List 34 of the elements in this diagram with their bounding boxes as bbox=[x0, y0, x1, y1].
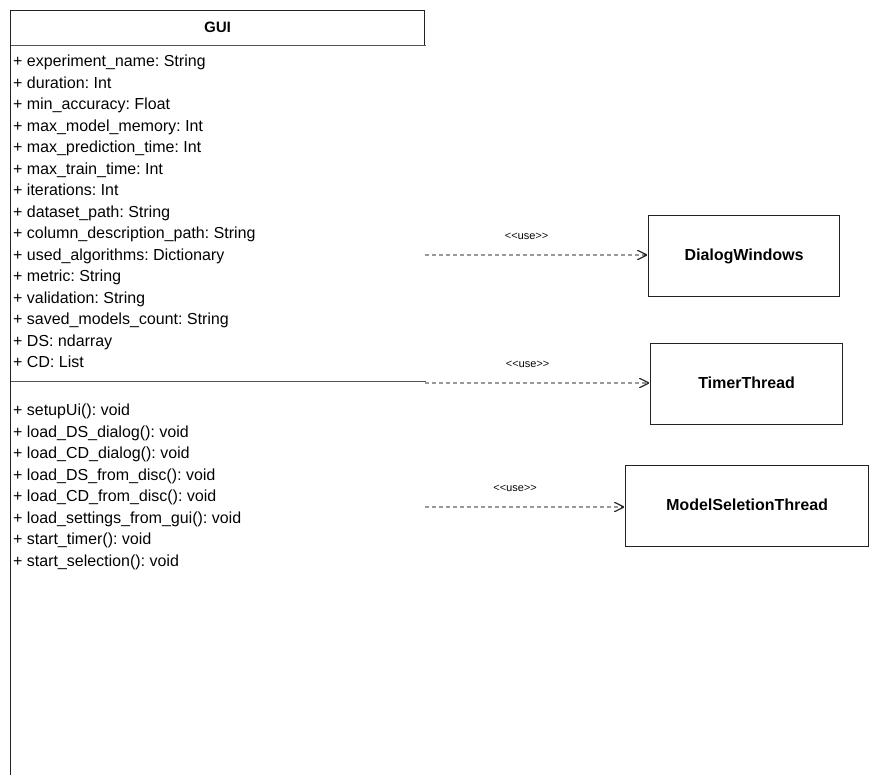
member-text: + iterations: Int bbox=[13, 181, 120, 201]
member-text: + load_DS_from_disc(): void bbox=[13, 466, 216, 486]
member-text: + setupUi(): void bbox=[13, 401, 131, 421]
member-text: + max_prediction_time: Int bbox=[13, 138, 202, 158]
member-text: + start_selection(): void bbox=[13, 552, 180, 572]
member-text: + start_timer(): void bbox=[13, 530, 152, 550]
dependency-arrow bbox=[424, 501, 625, 513]
member-text: + experiment_name: String bbox=[13, 52, 207, 72]
member-text: + DS: ndarray bbox=[13, 332, 114, 352]
class-box bbox=[650, 343, 843, 425]
class-name: GUI bbox=[204, 18, 231, 38]
class-name: DialogWindows bbox=[684, 246, 804, 266]
member-text: + dataset_path: String bbox=[13, 202, 171, 222]
member-text: + saved_models_count: String bbox=[13, 310, 230, 330]
class-name: ModelSeletionThread bbox=[666, 496, 828, 516]
dependency-arrow bbox=[424, 377, 650, 389]
member-text: + duration: Int bbox=[13, 74, 112, 94]
member-text: + metric: String bbox=[13, 267, 122, 287]
member-text: + load_CD_dialog(): void bbox=[13, 444, 191, 464]
member-text: + CD: List bbox=[13, 353, 85, 373]
dependency-arrow bbox=[424, 249, 648, 261]
member-text: + validation: String bbox=[13, 288, 146, 308]
class-box bbox=[625, 465, 869, 547]
class-box bbox=[648, 215, 840, 297]
class-name: TimerThread bbox=[698, 374, 795, 394]
member-text: + max_model_memory: Int bbox=[13, 116, 204, 136]
class-compartment bbox=[11, 45, 426, 381]
member-text: + load_DS_dialog(): void bbox=[13, 422, 190, 442]
member-text: + used_algorithms: Dictionary bbox=[13, 246, 226, 266]
member-text: + load_settings_from_gui(): void bbox=[13, 508, 242, 528]
member-text: + load_CD_from_disc(): void bbox=[13, 487, 218, 507]
member-text: + column_description_path: String bbox=[13, 224, 256, 244]
member-text: + min_accuracy: Float bbox=[13, 95, 171, 115]
member-text: + max_train_time: Int bbox=[13, 160, 164, 180]
